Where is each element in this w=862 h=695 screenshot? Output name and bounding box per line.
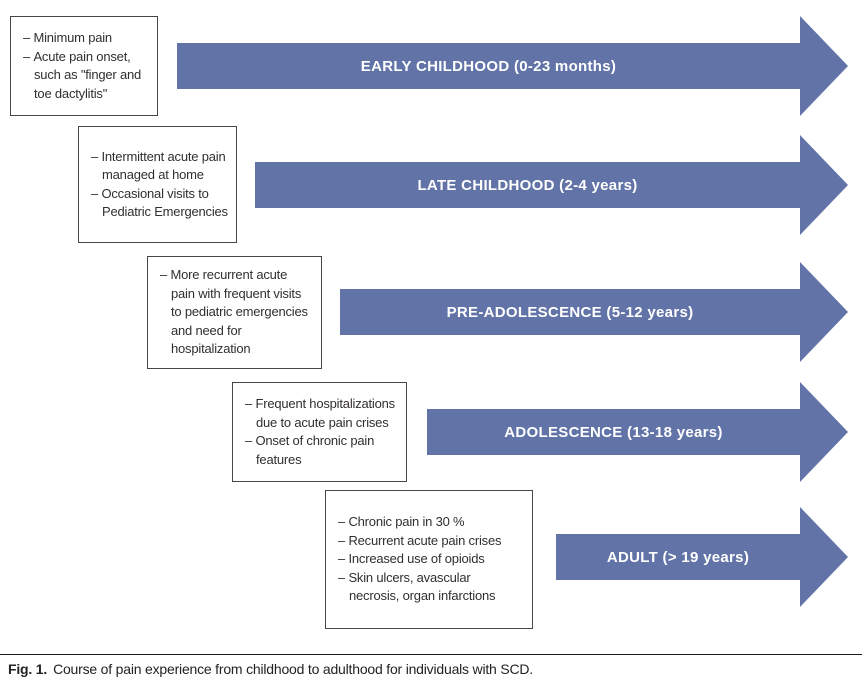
note-item: Increased use of opioids [338,550,524,569]
stage-arrow-adolescence: ADOLESCENCE (13-18 years) [427,409,800,455]
note-item: Acute pain onset, such as "finger and to… [23,48,149,104]
stage-note-box-pre-adolescence: More recurrent acute pain with frequent … [147,256,322,369]
arrow-head-icon [800,262,848,362]
stage-arrow-pre-adolescence: PRE-ADOLESCENCE (5-12 years) [340,289,800,335]
stage-arrow-label: LATE CHILDHOOD (2-4 years) [417,176,638,194]
note-item: Frequent hospitalizations due to acute p… [245,395,398,432]
stage-arrow-early-childhood: EARLY CHILDHOOD (0-23 months) [177,43,800,89]
stage-arrow-label: EARLY CHILDHOOD (0-23 months) [360,57,617,75]
note-item: Skin ulcers, avascular necrosis, organ i… [338,569,524,606]
note-item: Occasional visits to Pediatric Emergenci… [91,185,228,222]
caption-label: Fig. 1. [8,661,48,677]
arrow-head-icon [800,135,848,235]
stage-arrow-late-childhood: LATE CHILDHOOD (2-4 years) [255,162,800,208]
note-item: Onset of chronic pain features [245,432,398,469]
note-item: Chronic pain in 30 % [338,513,524,532]
caption-text: Course of pain experience from childhood… [53,661,533,677]
stage-note-box-adult: Chronic pain in 30 % Recurrent acute pai… [325,490,533,629]
stage-note-box-late-childhood: Intermittent acute pain managed at home … [78,126,237,243]
stage-arrow-label: PRE-ADOLESCENCE (5-12 years) [446,303,694,321]
stage-arrow-label: ADOLESCENCE (13-18 years) [504,423,723,441]
note-item: Minimum pain [23,29,149,48]
note-item: More recurrent acute pain with frequent … [160,266,313,359]
note-item: Intermittent acute pain managed at home [91,148,228,185]
figure-caption: Fig. 1. Course of pain experience from ch… [8,661,533,677]
stage-arrow-label: ADULT (> 19 years) [606,548,750,566]
arrow-head-icon [800,16,848,116]
arrow-head-icon [800,507,848,607]
caption-divider [0,654,862,655]
arrow-head-icon [800,382,848,482]
stage-note-box-early-childhood: Minimum pain Acute pain onset, such as "… [10,16,158,116]
stage-arrow-adult: ADULT (> 19 years) [556,534,800,580]
stage-note-box-adolescence: Frequent hospitalizations due to acute p… [232,382,407,482]
note-item: Recurrent acute pain crises [338,532,524,551]
